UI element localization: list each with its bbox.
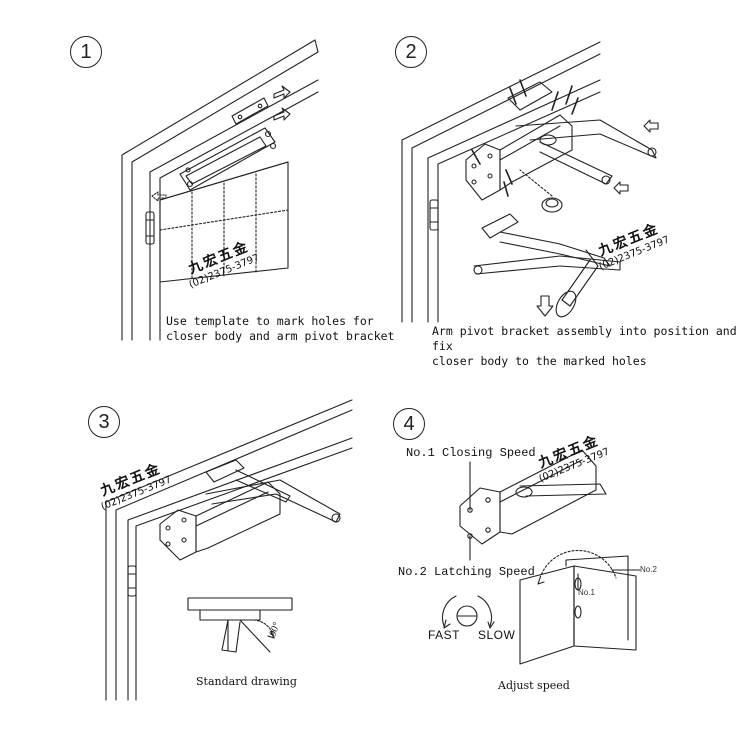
screw-icon (471, 79, 579, 197)
panel-4-drawing (441, 449, 641, 665)
door-label-no2: No.2 (640, 565, 657, 574)
step-1-caption: Use template to mark holes for closer bo… (166, 314, 395, 343)
closing-speed-label: No.1 Closing Speed (406, 446, 536, 460)
panel-2-drawing (401, 41, 659, 323)
step-3-caption: Standard drawing (196, 675, 297, 688)
step-2-caption: Arm pivot bracket assembly into position… (432, 324, 737, 368)
template-mark (179, 127, 277, 191)
panel-1-drawing (121, 39, 319, 341)
standard-drawing-detail (187, 597, 293, 653)
hinge-icon (127, 565, 137, 597)
closer-body (465, 114, 573, 201)
arrow-icon (536, 119, 659, 317)
closer-body (159, 481, 281, 561)
arrow-icon (151, 85, 291, 202)
step-4-number: 4 (393, 408, 425, 440)
fast-label: FAST (428, 628, 461, 642)
step-4-caption: Adjust speed (498, 679, 570, 692)
step-2-number: 2 (395, 36, 427, 68)
hinge-icon (145, 211, 155, 245)
hinge-icon (429, 199, 439, 231)
slow-label: SLOW (478, 628, 516, 642)
latching-speed-label: No.2 Latching Speed (398, 565, 535, 579)
step-1-number: 1 (70, 36, 102, 68)
panel-3-drawing (105, 399, 353, 701)
door-label-no1: No.1 (578, 588, 595, 597)
speed-dial-icon (441, 595, 495, 629)
step-3-number: 3 (88, 406, 120, 438)
door-plan (519, 549, 641, 665)
